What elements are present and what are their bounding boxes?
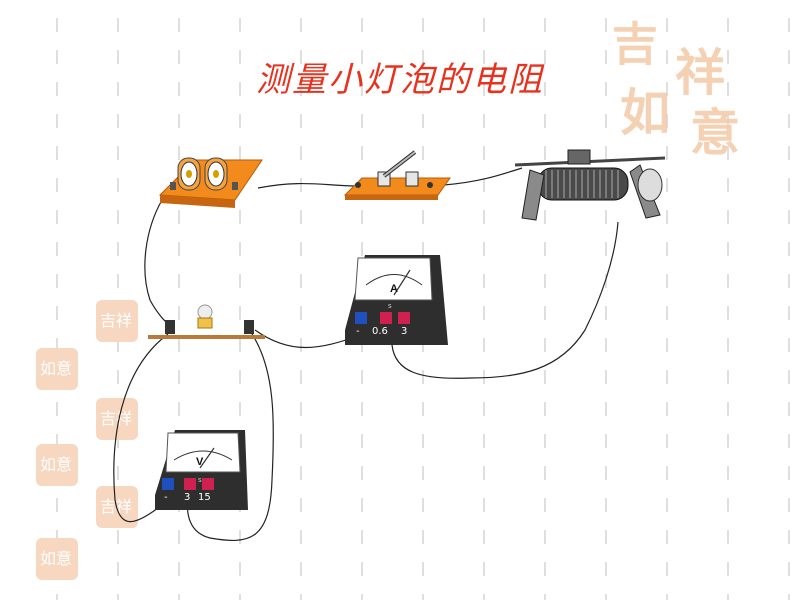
ammeter-terminal-3: 3 <box>401 326 407 337</box>
ammeter-symbol: A <box>390 283 398 295</box>
battery-box <box>158 157 263 208</box>
voltmeter-terminal-neg: - <box>164 492 168 503</box>
watermark-seal-small-6: 如意 <box>36 538 78 580</box>
voltmeter-terminal-15: 15 <box>198 492 211 503</box>
voltmeter-terminal-3: 3 <box>184 492 190 503</box>
svg-text:如意: 如意 <box>40 549 72 568</box>
svg-text:吉祥: 吉祥 <box>100 409 132 428</box>
watermark-seal-large: 吉 祥 如 意 <box>612 17 740 162</box>
lamp-holder <box>148 304 265 339</box>
voltmeter-s-mark: s <box>198 476 202 484</box>
rheostat <box>514 149 666 221</box>
svg-text:祥: 祥 <box>675 43 725 102</box>
wire-battery-switch <box>257 182 356 189</box>
slide-title: 测量小灯泡的电阻 <box>256 60 544 100</box>
watermark-seal-small-1: 吉祥 <box>96 300 138 342</box>
ammeter-terminal-neg: - <box>356 326 360 337</box>
wire-switch-rheostat <box>443 167 523 186</box>
wire-battery-lamp <box>144 199 171 327</box>
wire-rheostat-ammeter <box>391 221 619 379</box>
ammeter-s-mark: s <box>388 302 392 310</box>
voltmeter: V s - 3 15 <box>155 430 248 510</box>
knife-switch <box>343 150 451 200</box>
svg-text:意: 意 <box>690 103 740 162</box>
ammeter: A s - 0.6 3 <box>345 255 448 345</box>
svg-text:吉祥: 吉祥 <box>100 311 132 330</box>
wire-lamp-voltmeter-right <box>186 333 274 541</box>
wire-lamp-ammeter <box>254 329 361 348</box>
voltmeter-symbol: V <box>196 456 204 468</box>
ammeter-terminal-0.6: 0.6 <box>372 326 388 337</box>
svg-text:如意: 如意 <box>40 455 72 474</box>
watermark-seal-small-4: 如意 <box>36 444 78 486</box>
svg-text:如意: 如意 <box>40 359 72 378</box>
wire-lamp-voltmeter-left <box>113 333 169 523</box>
svg-text:吉: 吉 <box>612 17 658 71</box>
watermark-seal-small-3: 吉祥 <box>96 398 138 440</box>
svg-text:如: 如 <box>620 83 670 142</box>
watermark-seal-small-2: 如意 <box>36 348 78 390</box>
wires <box>113 167 619 541</box>
